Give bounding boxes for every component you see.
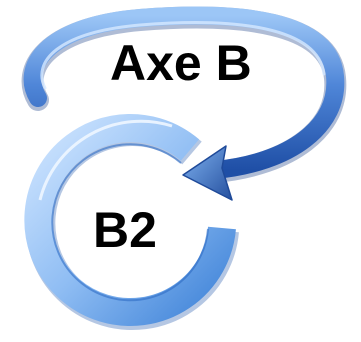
open-ring [24,114,239,331]
ring-outer-highlight [38,119,173,201]
ring-inner-edge [51,143,209,302]
axe-b-label: Axe B [110,35,252,91]
b2-label: B2 [93,202,157,258]
curved-arrow [21,6,347,201]
arrow-shaft-highlight [40,21,326,90]
arrowhead [182,145,233,201]
ring-body [24,114,236,327]
arrow-shaft [23,6,345,179]
